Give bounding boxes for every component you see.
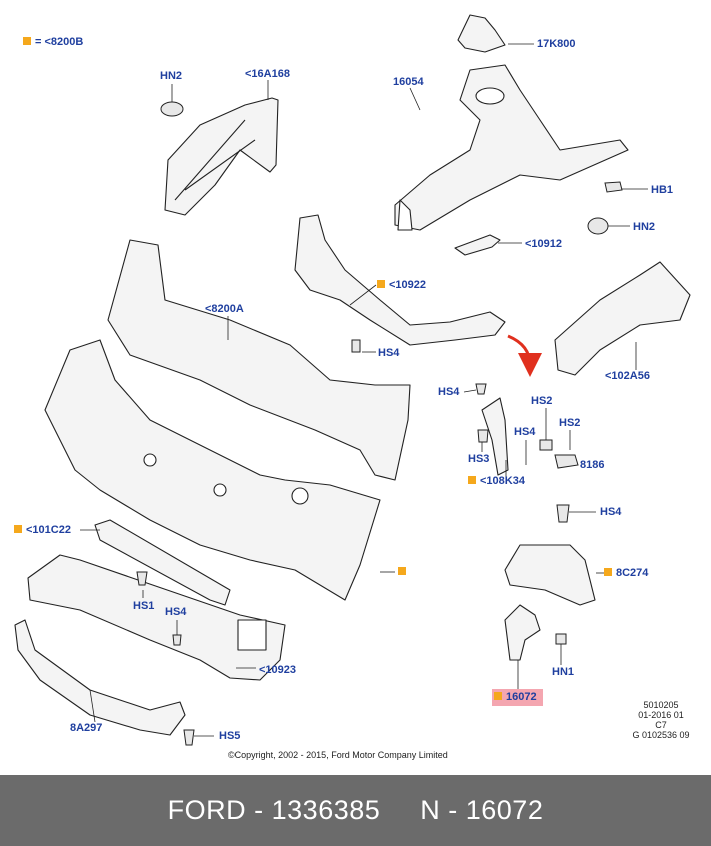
callout-8c274: 8C274: [604, 567, 648, 580]
radiator-support: [107, 239, 411, 481]
bracket-108k34: [481, 397, 509, 476]
legend: = <8200B: [23, 36, 83, 48]
marker-8200b: [398, 566, 410, 579]
callout-16054: 16054: [393, 76, 424, 88]
callout-8200a: <8200A: [205, 303, 244, 315]
bolt-hs4-c: [556, 504, 570, 523]
callout-hs1: HS1: [133, 600, 155, 612]
callout-hs4-c: HS4: [600, 506, 622, 518]
bolt-hs5: [183, 729, 195, 746]
callout-16072: 16072: [492, 689, 543, 706]
callout-hs4-mid: HS4: [378, 347, 400, 359]
callout-hs4-b: HS4: [514, 426, 536, 438]
bumper-reinforcement: [27, 554, 286, 681]
diagram-metadata: 5010205 01-2016 01 C7 G 0102536 09: [625, 700, 697, 740]
direction-arrow: [507, 334, 542, 377]
nut-hn2-top: [160, 101, 184, 117]
bolt-hs4-a: [475, 383, 487, 395]
side-rail-102a56: [554, 261, 691, 376]
callout-hs4-a: HS4: [438, 386, 460, 398]
upper-rail-assembly: [394, 64, 629, 231]
nut-hn2-right: [587, 217, 609, 235]
copyright-notice: ©Copyright, 2002 - 2015, Ford Motor Comp…: [228, 750, 448, 760]
clip-8186: [554, 454, 579, 469]
callout-102a56: <102A56: [605, 370, 650, 382]
marker-icon: [494, 692, 502, 700]
callout-10912: <10912: [525, 238, 563, 250]
callout-16a168: <16A168: [245, 68, 290, 80]
callout-hs5: HS5: [219, 730, 241, 742]
meta-line-4: G 0102536 09: [632, 730, 690, 740]
bolt-hs3: [477, 429, 489, 443]
nut-hs2: [539, 439, 553, 451]
bracket-10912: [454, 234, 501, 256]
meta-line-3: C7: [655, 720, 667, 730]
nut-hn1: [555, 633, 567, 645]
callout-hs4-d: HS4: [165, 606, 187, 618]
marker-icon: [14, 525, 22, 533]
callout-17k800: 17K800: [537, 38, 576, 50]
part-number-footer: FORD - 1336385 N - 16072: [0, 775, 711, 846]
callout-hb1: HB1: [651, 184, 674, 196]
marker-icon: [398, 567, 406, 575]
highlighted-part: 16072: [492, 689, 543, 706]
callout-hs2-a: HS2: [531, 395, 553, 407]
callout-101c22: <101C22: [14, 524, 71, 537]
meta-line-1: 5010205: [643, 700, 679, 710]
callout-hs2-b: HS2: [559, 417, 581, 429]
parts-diagram: [14, 14, 691, 746]
callout-hs3: HS3: [468, 453, 490, 465]
bracket-17k800: [457, 14, 506, 53]
bolt-hb1: [604, 181, 623, 193]
marker-icon: [468, 476, 476, 484]
front-end-carrier: [44, 339, 381, 601]
legend-marker-icon: [23, 37, 31, 45]
callout-8a297: 8A297: [70, 722, 103, 734]
callout-hn1: HN1: [552, 666, 575, 678]
lower-beam-8a297: [14, 619, 186, 736]
callout-hn2-right: HN2: [633, 221, 656, 233]
legend-symbol: =: [35, 36, 42, 48]
callout-10923: <10923: [259, 664, 297, 676]
callout-108k34: <108K34: [468, 475, 525, 488]
grille-bracket: [94, 519, 231, 606]
bolt-hs4-mid: [351, 339, 361, 353]
wheelhouse-panel: [164, 97, 279, 216]
bolt-hs4-d: [172, 634, 182, 646]
marker-icon: [377, 280, 385, 288]
bracket-8c274: [504, 544, 596, 606]
callout-10922: <10922: [377, 279, 426, 292]
callout-hn2-top: HN2: [160, 70, 183, 82]
legend-value: <8200B: [44, 36, 84, 48]
bracket-16072: [504, 604, 541, 661]
meta-line-2: 01-2016 01: [638, 710, 684, 720]
marker-icon: [604, 568, 612, 576]
callout-8186: 8186: [580, 459, 605, 471]
bolt-hs1: [136, 571, 148, 586]
cross-member-10922: [294, 214, 506, 346]
